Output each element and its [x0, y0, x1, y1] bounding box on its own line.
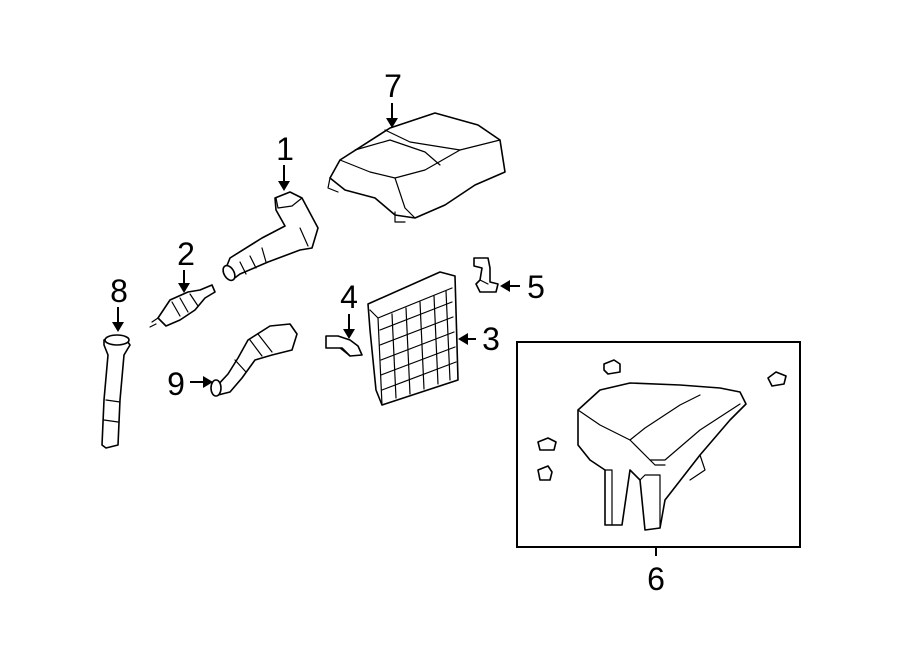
callout-2: 2	[177, 236, 195, 272]
part-5-clip[interactable]	[473, 257, 499, 293]
callout-3: 3	[482, 321, 500, 357]
part-6-fasteners[interactable]	[537, 359, 787, 481]
callout-5: 5	[527, 269, 545, 305]
part-1-ignition-coil[interactable]	[221, 191, 319, 282]
part-8-tube[interactable]	[101, 334, 131, 449]
callout-1: 1	[276, 131, 294, 167]
callout-7: 7	[384, 68, 402, 104]
part-7-cover[interactable]	[327, 112, 506, 223]
grille-grid	[379, 290, 457, 399]
part-2-spark-plug[interactable]	[149, 284, 216, 328]
part-4-bracket[interactable]	[325, 335, 363, 357]
callout-9: 9	[167, 366, 185, 402]
part-9-hose[interactable]	[210, 323, 298, 397]
callout-4: 4	[340, 279, 358, 315]
callout-6: 6	[647, 561, 665, 597]
part-6-box[interactable]	[577, 382, 747, 531]
part-6-frame	[516, 341, 801, 548]
part-3-grille[interactable]	[367, 271, 459, 406]
callout-8: 8	[110, 273, 128, 309]
